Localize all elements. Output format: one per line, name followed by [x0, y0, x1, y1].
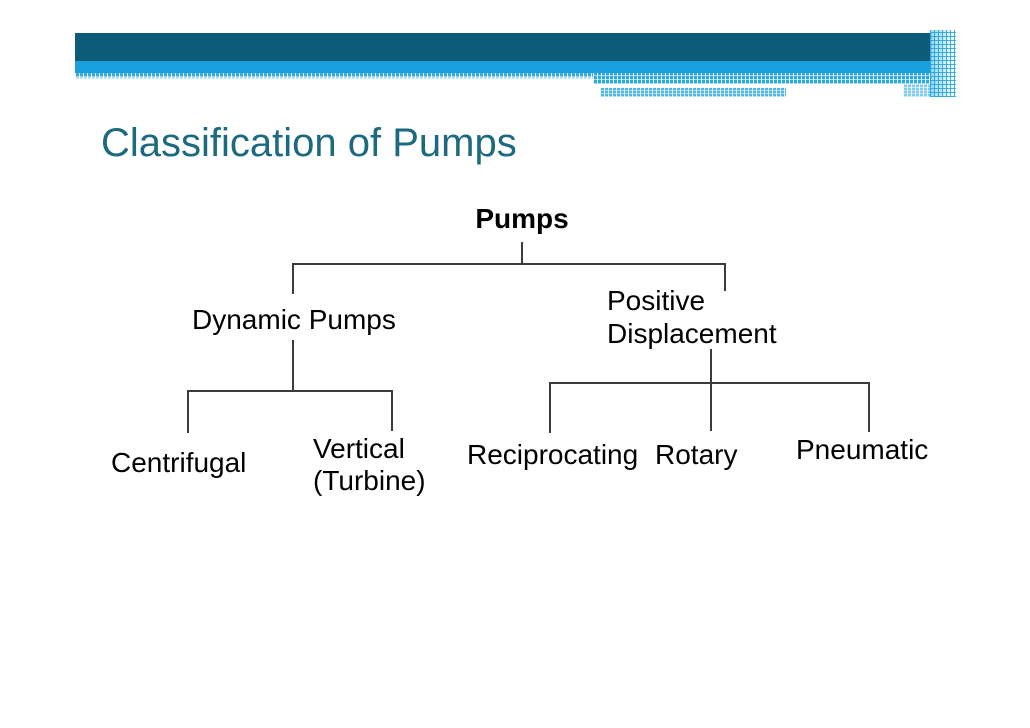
header-hatch-corner	[930, 30, 956, 97]
header-bar-dark	[75, 33, 932, 61]
node-pneumatic: Pneumatic	[796, 434, 929, 465]
connector-dynamic-stub	[292, 340, 294, 391]
connector-drop-reciprocating	[549, 382, 551, 433]
connector-drop-positive	[724, 263, 726, 291]
node-positive-displacement-line1: Positive	[607, 285, 706, 316]
header-checker-band-b	[600, 88, 786, 97]
connector-drop-dynamic	[292, 263, 294, 294]
connector-drop-pneumatic	[868, 382, 870, 432]
connector-positive-stub	[710, 349, 712, 384]
header-checker-band-a	[593, 73, 932, 84]
connector-root-stub	[521, 242, 523, 264]
connector-drop-rotary	[710, 382, 712, 431]
node-positive-displacement-line2: Displacement	[607, 318, 777, 349]
node-reciprocating: Reciprocating	[467, 439, 639, 470]
node-vertical-turbine-line1: Vertical	[313, 433, 405, 464]
node-vertical-turbine: Vertical (Turbine)	[313, 433, 426, 497]
connector-drop-centrifugal	[187, 390, 189, 433]
header-bar-blue	[75, 61, 932, 73]
header-dash-strip	[75, 73, 593, 79]
node-rotary: Rotary	[655, 439, 738, 470]
node-centrifugal: Centrifugal	[111, 447, 247, 478]
header-checker-band-c	[903, 84, 932, 97]
connector-positive-horizontal	[549, 382, 870, 384]
connector-root-horizontal	[292, 263, 726, 265]
connector-drop-vertical	[391, 390, 393, 431]
node-dynamic-pumps: Dynamic Pumps	[192, 304, 396, 335]
slide-title: Classification of Pumps	[101, 121, 517, 165]
node-vertical-turbine-line2: (Turbine)	[313, 465, 426, 496]
connector-dynamic-horizontal	[187, 390, 393, 392]
node-pumps: Pumps	[475, 203, 569, 234]
node-positive-displacement: Positive Displacement	[607, 284, 777, 350]
